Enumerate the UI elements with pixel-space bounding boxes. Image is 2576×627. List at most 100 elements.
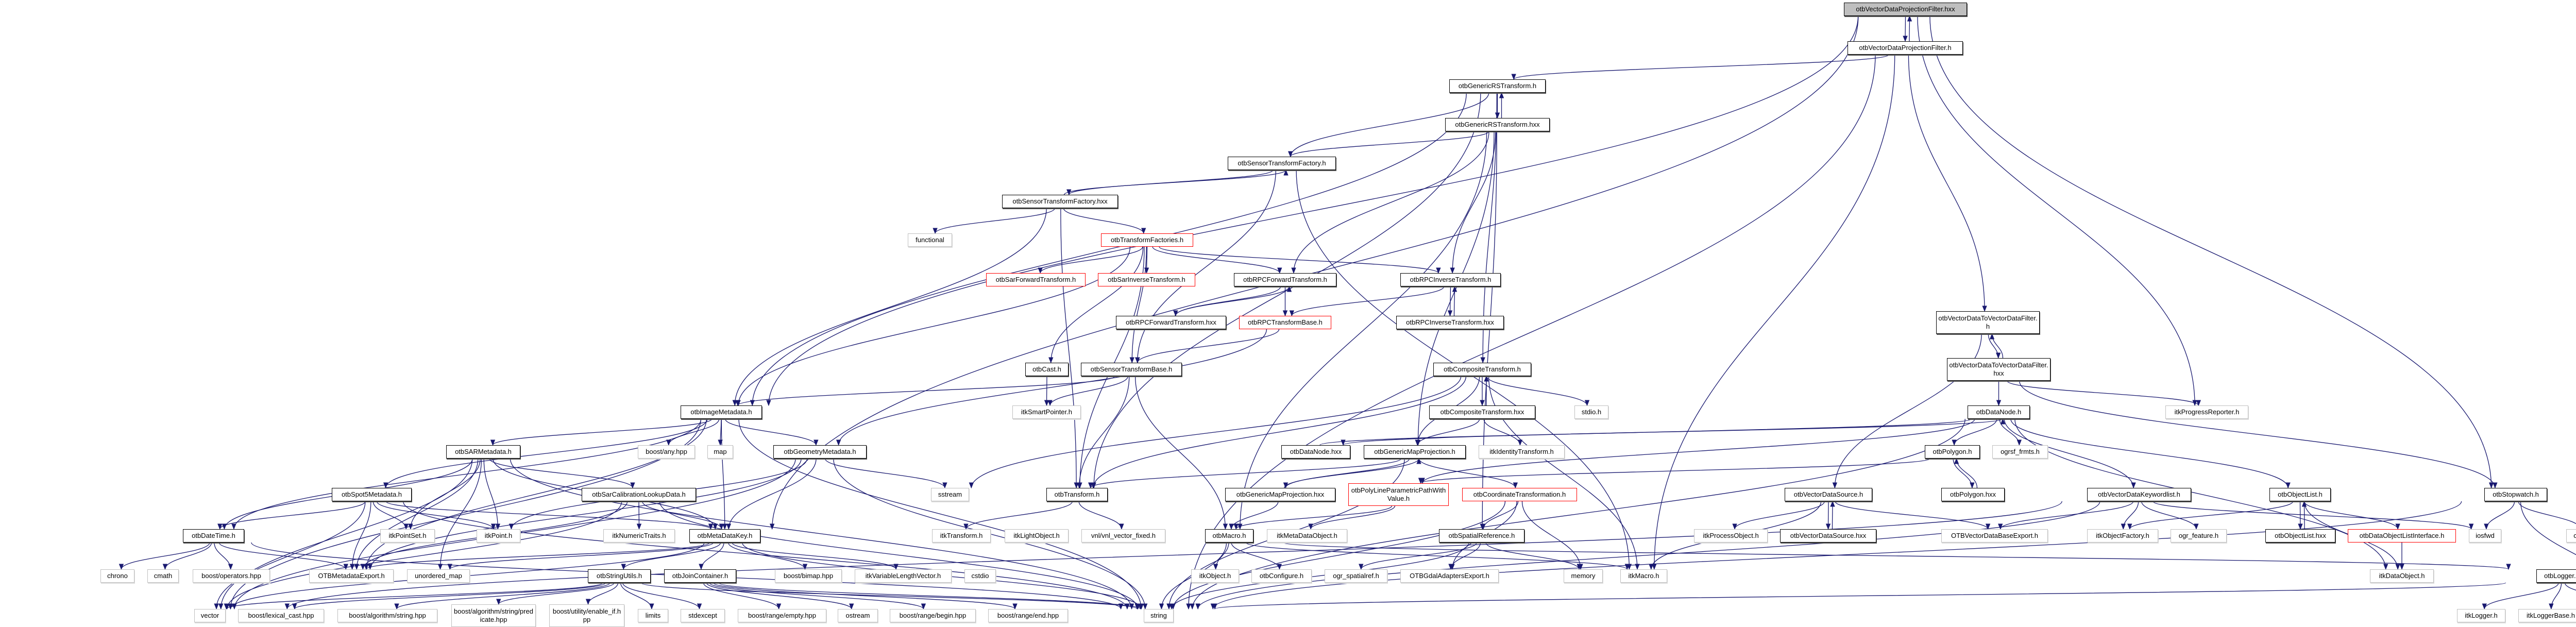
node-vdpf-h[interactable]: otbVectorDataProjectionFilter.h: [1848, 41, 1963, 55]
node-itkdataobject[interactable]: itkDataObject.h: [2370, 569, 2434, 583]
node-stf-hxx[interactable]: otbSensorTransformFactory.hxx: [1002, 195, 1118, 208]
node-varlenvec[interactable]: itkVariableLengthVector.h: [855, 569, 952, 583]
node-itktransform[interactable]: itkTransform.h: [932, 529, 991, 543]
node-progress[interactable]: itkProgressReporter.h: [2165, 405, 2248, 419]
node-spot5[interactable]: otbSpot5Metadata.h: [332, 488, 412, 501]
node-objlist-h[interactable]: otbObjectList.h: [2269, 488, 2331, 501]
node-rangebegin[interactable]: boost/range/begin.hpp: [890, 609, 976, 622]
node-datanode-h[interactable]: otbDataNode.h: [1968, 405, 2030, 419]
node-spatialref[interactable]: otbSpatialReference.h: [1439, 529, 1524, 543]
node-ogrsf[interactable]: ogrsf_frmts.h: [1992, 445, 2048, 459]
node-cstdint[interactable]: cstdint: [2566, 529, 2576, 543]
node-dolistif[interactable]: otbDataObjectListInterface.h: [2348, 529, 2456, 543]
node-vd2vd-h[interactable]: otbVectorDataToVectorDataFilter.h: [1936, 311, 2040, 334]
node-polygon-h[interactable]: otbPolygon.h: [1925, 445, 1980, 459]
node-datetime[interactable]: otbDateTime.h: [183, 529, 244, 543]
node-polyline[interactable]: otbPolyLineParametricPathWithValue.h: [1348, 483, 1449, 506]
node-grst-h[interactable]: otbGenericRSTransform.h: [1449, 79, 1546, 93]
node-vdkw[interactable]: otbVectorDataKeywordlist.h: [2087, 488, 2191, 501]
node-unordered-map[interactable]: unordered_map: [407, 569, 470, 583]
node-memory[interactable]: memory: [1564, 569, 1603, 583]
node-vdsource-h[interactable]: otbVectorDataSource.h: [1785, 488, 1872, 501]
node-comp-hxx[interactable]: otbCompositeTransform.hxx: [1429, 405, 1535, 419]
node-itkobject[interactable]: itkObject.h: [1191, 569, 1239, 583]
node-mdk[interactable]: otbMetaDataKey.h: [689, 529, 760, 543]
node-point[interactable]: itkPoint.h: [477, 529, 520, 543]
node-smartptr[interactable]: itkSmartPointer.h: [1012, 405, 1081, 419]
node-configure[interactable]: otbConfigure.h: [1251, 569, 1312, 583]
node-string[interactable]: string: [1144, 609, 1174, 622]
node-iosfwd[interactable]: iosfwd: [2469, 529, 2501, 543]
node-cast[interactable]: otbCast.h: [1025, 363, 1069, 376]
node-stf-h[interactable]: otbSensorTransformFactory.h: [1228, 157, 1336, 170]
node-vdbaseexport[interactable]: OTBVectorDataBaseExport.h: [1941, 529, 2048, 543]
node-identity[interactable]: itkIdentityTransform.h: [1479, 445, 1565, 459]
node-vd2vd-hxx[interactable]: otbVectorDataToVectorDataFilter.hxx: [1947, 358, 2050, 381]
node-limits[interactable]: limits: [638, 609, 668, 622]
node-gdalexport[interactable]: OTBGdalAdaptersExport.h: [1400, 569, 1499, 583]
node-pointset[interactable]: itkPointSet.h: [380, 529, 435, 543]
node-logger[interactable]: otbLogger.h: [2536, 569, 2576, 583]
node-comp-h[interactable]: otbCompositeTransform.h: [1433, 363, 1531, 376]
node-itkmacro[interactable]: itkMacro.h: [1620, 569, 1667, 583]
node-ogrspatialref[interactable]: ogr_spatialref.h: [1325, 569, 1387, 583]
node-numtraits[interactable]: itkNumericTraits.h: [603, 529, 675, 543]
node-ogrfeature[interactable]: ogr_feature.h: [2171, 529, 2227, 543]
node-objfactory[interactable]: itkObjectFactory.h: [2087, 529, 2158, 543]
node-mdexport[interactable]: OTBMetadataExport.h: [309, 569, 394, 583]
node-sar[interactable]: otbSARMetadata.h: [446, 445, 520, 459]
node-imgmd[interactable]: otbImageMetadata.h: [681, 405, 762, 419]
node-stringutils[interactable]: otbStringUtils.h: [588, 569, 651, 583]
node-predicate[interactable]: boost/algorithm/string/predicate.hpp: [451, 604, 536, 627]
node-tf-h[interactable]: otbTransformFactories.h: [1101, 233, 1193, 247]
node-objlist-hxx[interactable]: otbObjectList.hxx: [2265, 529, 2335, 543]
node-polygon-hxx[interactable]: otbPolygon.hxx: [1941, 488, 2005, 501]
node-sarinv[interactable]: otbSarInverseTransform.h: [1098, 273, 1195, 286]
node-rpcbase[interactable]: otbRPCTransformBase.h: [1239, 316, 1331, 329]
node-cmath[interactable]: cmath: [147, 569, 179, 583]
node-vdsource-hxx[interactable]: otbVectorDataSource.hxx: [1780, 529, 1876, 543]
node-rangeend[interactable]: boost/range/end.hpp: [988, 609, 1068, 622]
node-datanode-hxx[interactable]: otbDataNode.hxx: [1281, 445, 1350, 459]
node-bimap[interactable]: boost/bimap.hpp: [775, 569, 842, 583]
node-stopwatch[interactable]: otbStopwatch.h: [2484, 488, 2547, 501]
node-macro[interactable]: otbMacro.h: [1205, 529, 1253, 543]
node-enableif[interactable]: boost/utility/enable_if.hpp: [549, 604, 624, 627]
node-rangeempty[interactable]: boost/range/empty.hpp: [738, 609, 826, 622]
node-operators[interactable]: boost/operators.hpp: [193, 569, 270, 583]
node-sstream[interactable]: sstream: [931, 488, 969, 501]
node-lexical[interactable]: boost/lexical_cast.hpp: [238, 609, 324, 622]
node-ostream[interactable]: ostream: [838, 609, 878, 622]
node-any[interactable]: boost/any.hpp: [638, 445, 695, 459]
node-chrono[interactable]: chrono: [100, 569, 134, 583]
node-rpcfwd-hxx[interactable]: otbRPCForwardTransform.hxx: [1116, 316, 1226, 329]
node-metadataobj[interactable]: itkMetaDataObject.h: [1267, 529, 1347, 543]
node-label: ostream: [846, 612, 870, 620]
node-stdio[interactable]: stdio.h: [1574, 405, 1608, 419]
node-procobj[interactable]: itkProcessObject.h: [1694, 529, 1768, 543]
node-vector[interactable]: vector: [194, 609, 226, 622]
node-grst-hxx[interactable]: otbGenericRSTransform.hxx: [1445, 118, 1550, 131]
node-sarfwd[interactable]: otbSarForwardTransform.h: [986, 273, 1086, 286]
node-functional[interactable]: functional: [908, 233, 952, 247]
node-stdexcept[interactable]: stdexcept: [681, 609, 725, 622]
node-rpcinv[interactable]: otbRPCInverseTransform.h: [1400, 273, 1501, 286]
node-coordtr[interactable]: otbCoordinateTransformation.h: [1462, 488, 1577, 501]
node-gmp-h[interactable]: otbGenericMapProjection.h: [1364, 445, 1466, 459]
node-vdpf-hxx[interactable]: otbVectorDataProjectionFilter.hxx: [1844, 3, 1967, 16]
node-map[interactable]: map: [707, 445, 733, 459]
node-geom[interactable]: otbGeometryMetadata.h: [773, 445, 867, 459]
node-algstring[interactable]: boost/algorithm/string.hpp: [337, 609, 437, 622]
node-rpcfwd[interactable]: otbRPCForwardTransform.h: [1234, 273, 1336, 286]
node-sarcal[interactable]: otbSarCalibrationLookupData.h: [582, 488, 696, 501]
node-rpcinv-hxx[interactable]: otbRPCInverseTransform.hxx: [1396, 316, 1504, 329]
node-cstdio[interactable]: cstdio: [964, 569, 996, 583]
node-stb[interactable]: otbSensorTransformBase.h: [1081, 363, 1182, 376]
node-loggerbase[interactable]: itkLoggerBase.h: [2518, 609, 2576, 622]
node-joincontainer[interactable]: otbJoinContainer.h: [664, 569, 736, 583]
node-gmp-hxx[interactable]: otbGenericMapProjection.hxx: [1225, 488, 1335, 501]
node-transform[interactable]: otbTransform.h: [1046, 488, 1108, 501]
node-lightobj[interactable]: itkLightObject.h: [1005, 529, 1069, 543]
node-itklogger[interactable]: itkLogger.h: [2457, 609, 2505, 622]
node-vnl[interactable]: vnl/vnl_vector_fixed.h: [1081, 529, 1165, 543]
